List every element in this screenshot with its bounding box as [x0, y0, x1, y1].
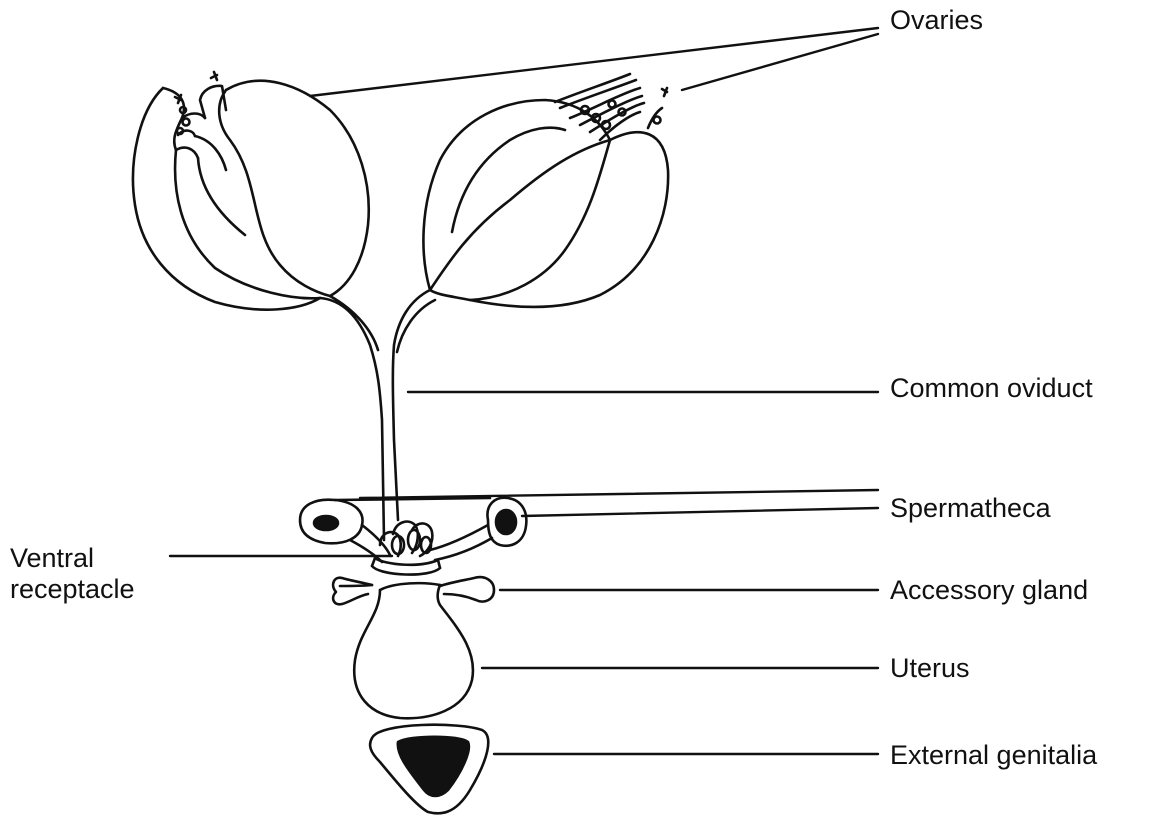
label-ovaries: Ovaries: [890, 5, 983, 35]
oviducts: [320, 290, 435, 540]
label-ventral-receptacle-line2: receptacle: [10, 574, 135, 605]
uterus: [354, 583, 473, 718]
label-ventral-receptacle-line1: Ventral: [10, 543, 135, 574]
accessory-glands: [333, 577, 494, 604]
label-common-oviduct: Common oviduct: [890, 373, 1093, 403]
label-external-genitalia: External genitalia: [890, 740, 1097, 770]
label-accessory-gland: Accessory gland: [890, 575, 1088, 605]
label-uterus: Uterus: [890, 653, 970, 683]
external-genitalia: [370, 725, 488, 814]
ovaries-leader-right: [682, 34, 878, 90]
leader-lines: [170, 28, 878, 754]
spermatheca-leader: [522, 508, 878, 516]
spermatheca-leader-top: [360, 490, 878, 498]
label-ventral-receptacle: Ventral receptacle: [10, 543, 135, 605]
left-ovary: [133, 72, 369, 310]
ovaries-leader-left: [310, 28, 878, 96]
label-spermatheca: Spermatheca: [890, 493, 1051, 523]
right-ovary: [423, 74, 668, 307]
ventral-receptacle: [372, 522, 440, 575]
